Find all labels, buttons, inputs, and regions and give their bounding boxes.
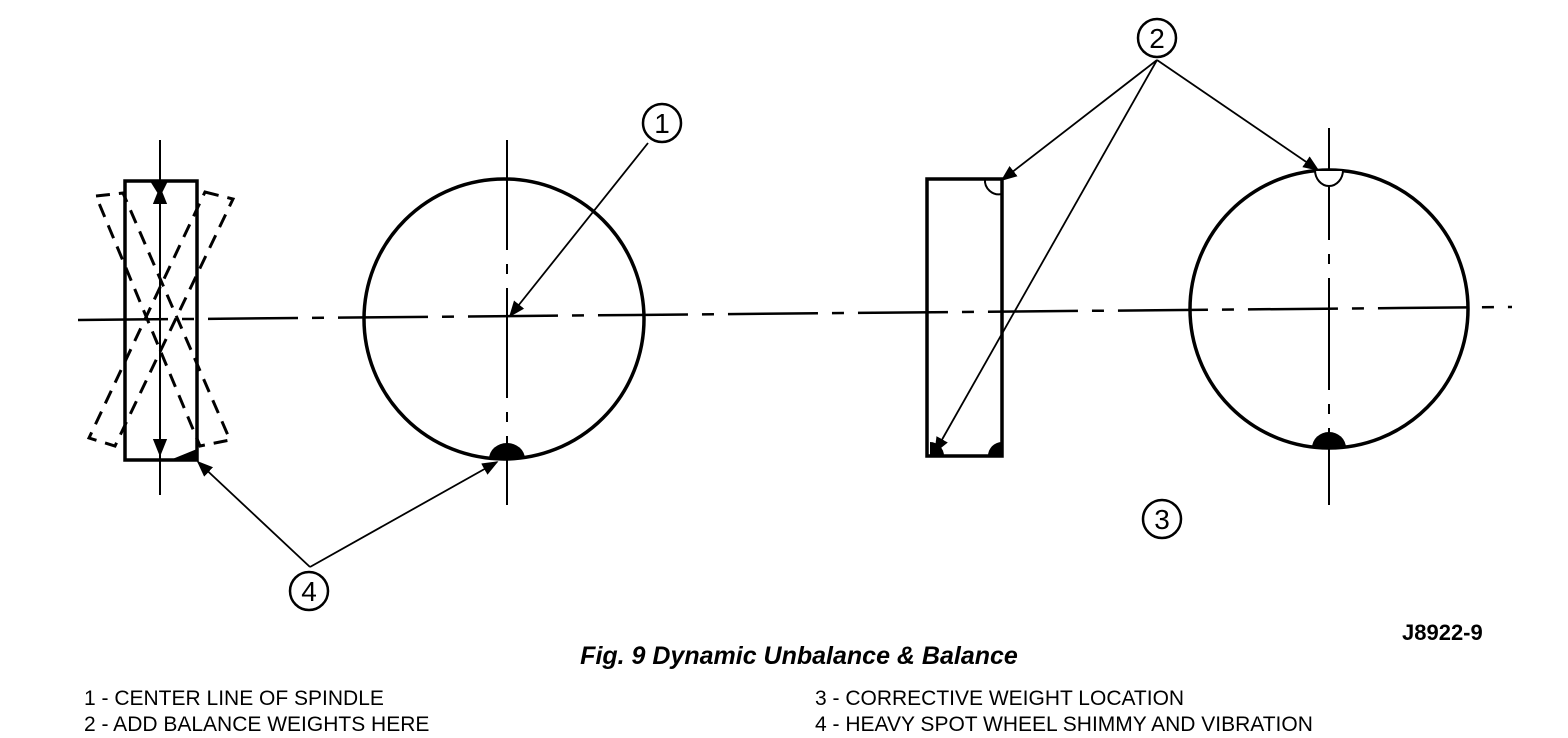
callout-4-text: 4	[301, 576, 317, 607]
legend-right: 3 - CORRECTIVE WEIGHT LOCATION 4 - HEAVY…	[815, 686, 1313, 738]
callout-3-text: 3	[1154, 504, 1170, 535]
corrective-weight-top	[1313, 169, 1345, 187]
wheel-circle-left	[362, 177, 646, 461]
heavy-spot-mark-bottom-right	[988, 442, 1002, 456]
leader-2-b	[934, 59, 1158, 454]
callout-1: 1	[641, 102, 683, 144]
drawing-id: J8922-9	[1402, 620, 1483, 645]
wobble-outline-dashed-2	[86, 190, 236, 448]
legend-item-3: 3 - CORRECTIVE WEIGHT LOCATION	[815, 687, 1185, 710]
unbalanced-wheel-front-view	[362, 140, 646, 505]
figure-caption: Fig. 9 Dynamic Unbalance & Balance	[580, 642, 1018, 670]
spindle-centerline	[77, 305, 1513, 322]
callout-1-text: 1	[654, 108, 670, 139]
leader-1	[508, 142, 649, 318]
callout-4: 4	[288, 570, 330, 612]
balanced-wheel-side-view	[925, 177, 1004, 458]
balanced-tire-side-rect	[925, 177, 1004, 458]
callout-2-text: 2	[1149, 23, 1165, 54]
leader-2-a	[1000, 59, 1158, 181]
legend-item-2: 2 - ADD BALANCE WEIGHTS HERE	[84, 713, 430, 736]
callout-2: 2	[1136, 17, 1178, 59]
weight-mark-top-right	[983, 178, 1003, 196]
leader-4-a	[196, 460, 311, 568]
heavy-spot-left	[489, 443, 525, 459]
heavy-spot-mark-top	[150, 181, 168, 197]
heavy-spot-right	[1312, 432, 1346, 448]
balanced-wheel-front-view	[1188, 128, 1470, 505]
wobble-outline-dashed	[93, 191, 233, 448]
legend-item-1: 1 - CENTER LINE OF SPINDLE	[84, 687, 384, 710]
callout-3: 3	[1141, 498, 1183, 540]
legend-item-4: 4 - HEAVY SPOT WHEEL SHIMMY AND VIBRATIO…	[815, 713, 1313, 736]
leader-4-b	[309, 461, 499, 568]
unbalanced-wheel-side-view	[86, 140, 236, 495]
leader-2-c	[1156, 59, 1320, 171]
legend-left: 1 - CENTER LINE OF SPINDLE 2 - ADD BALAN…	[84, 686, 429, 738]
heavy-spot-mark-side	[170, 449, 197, 460]
